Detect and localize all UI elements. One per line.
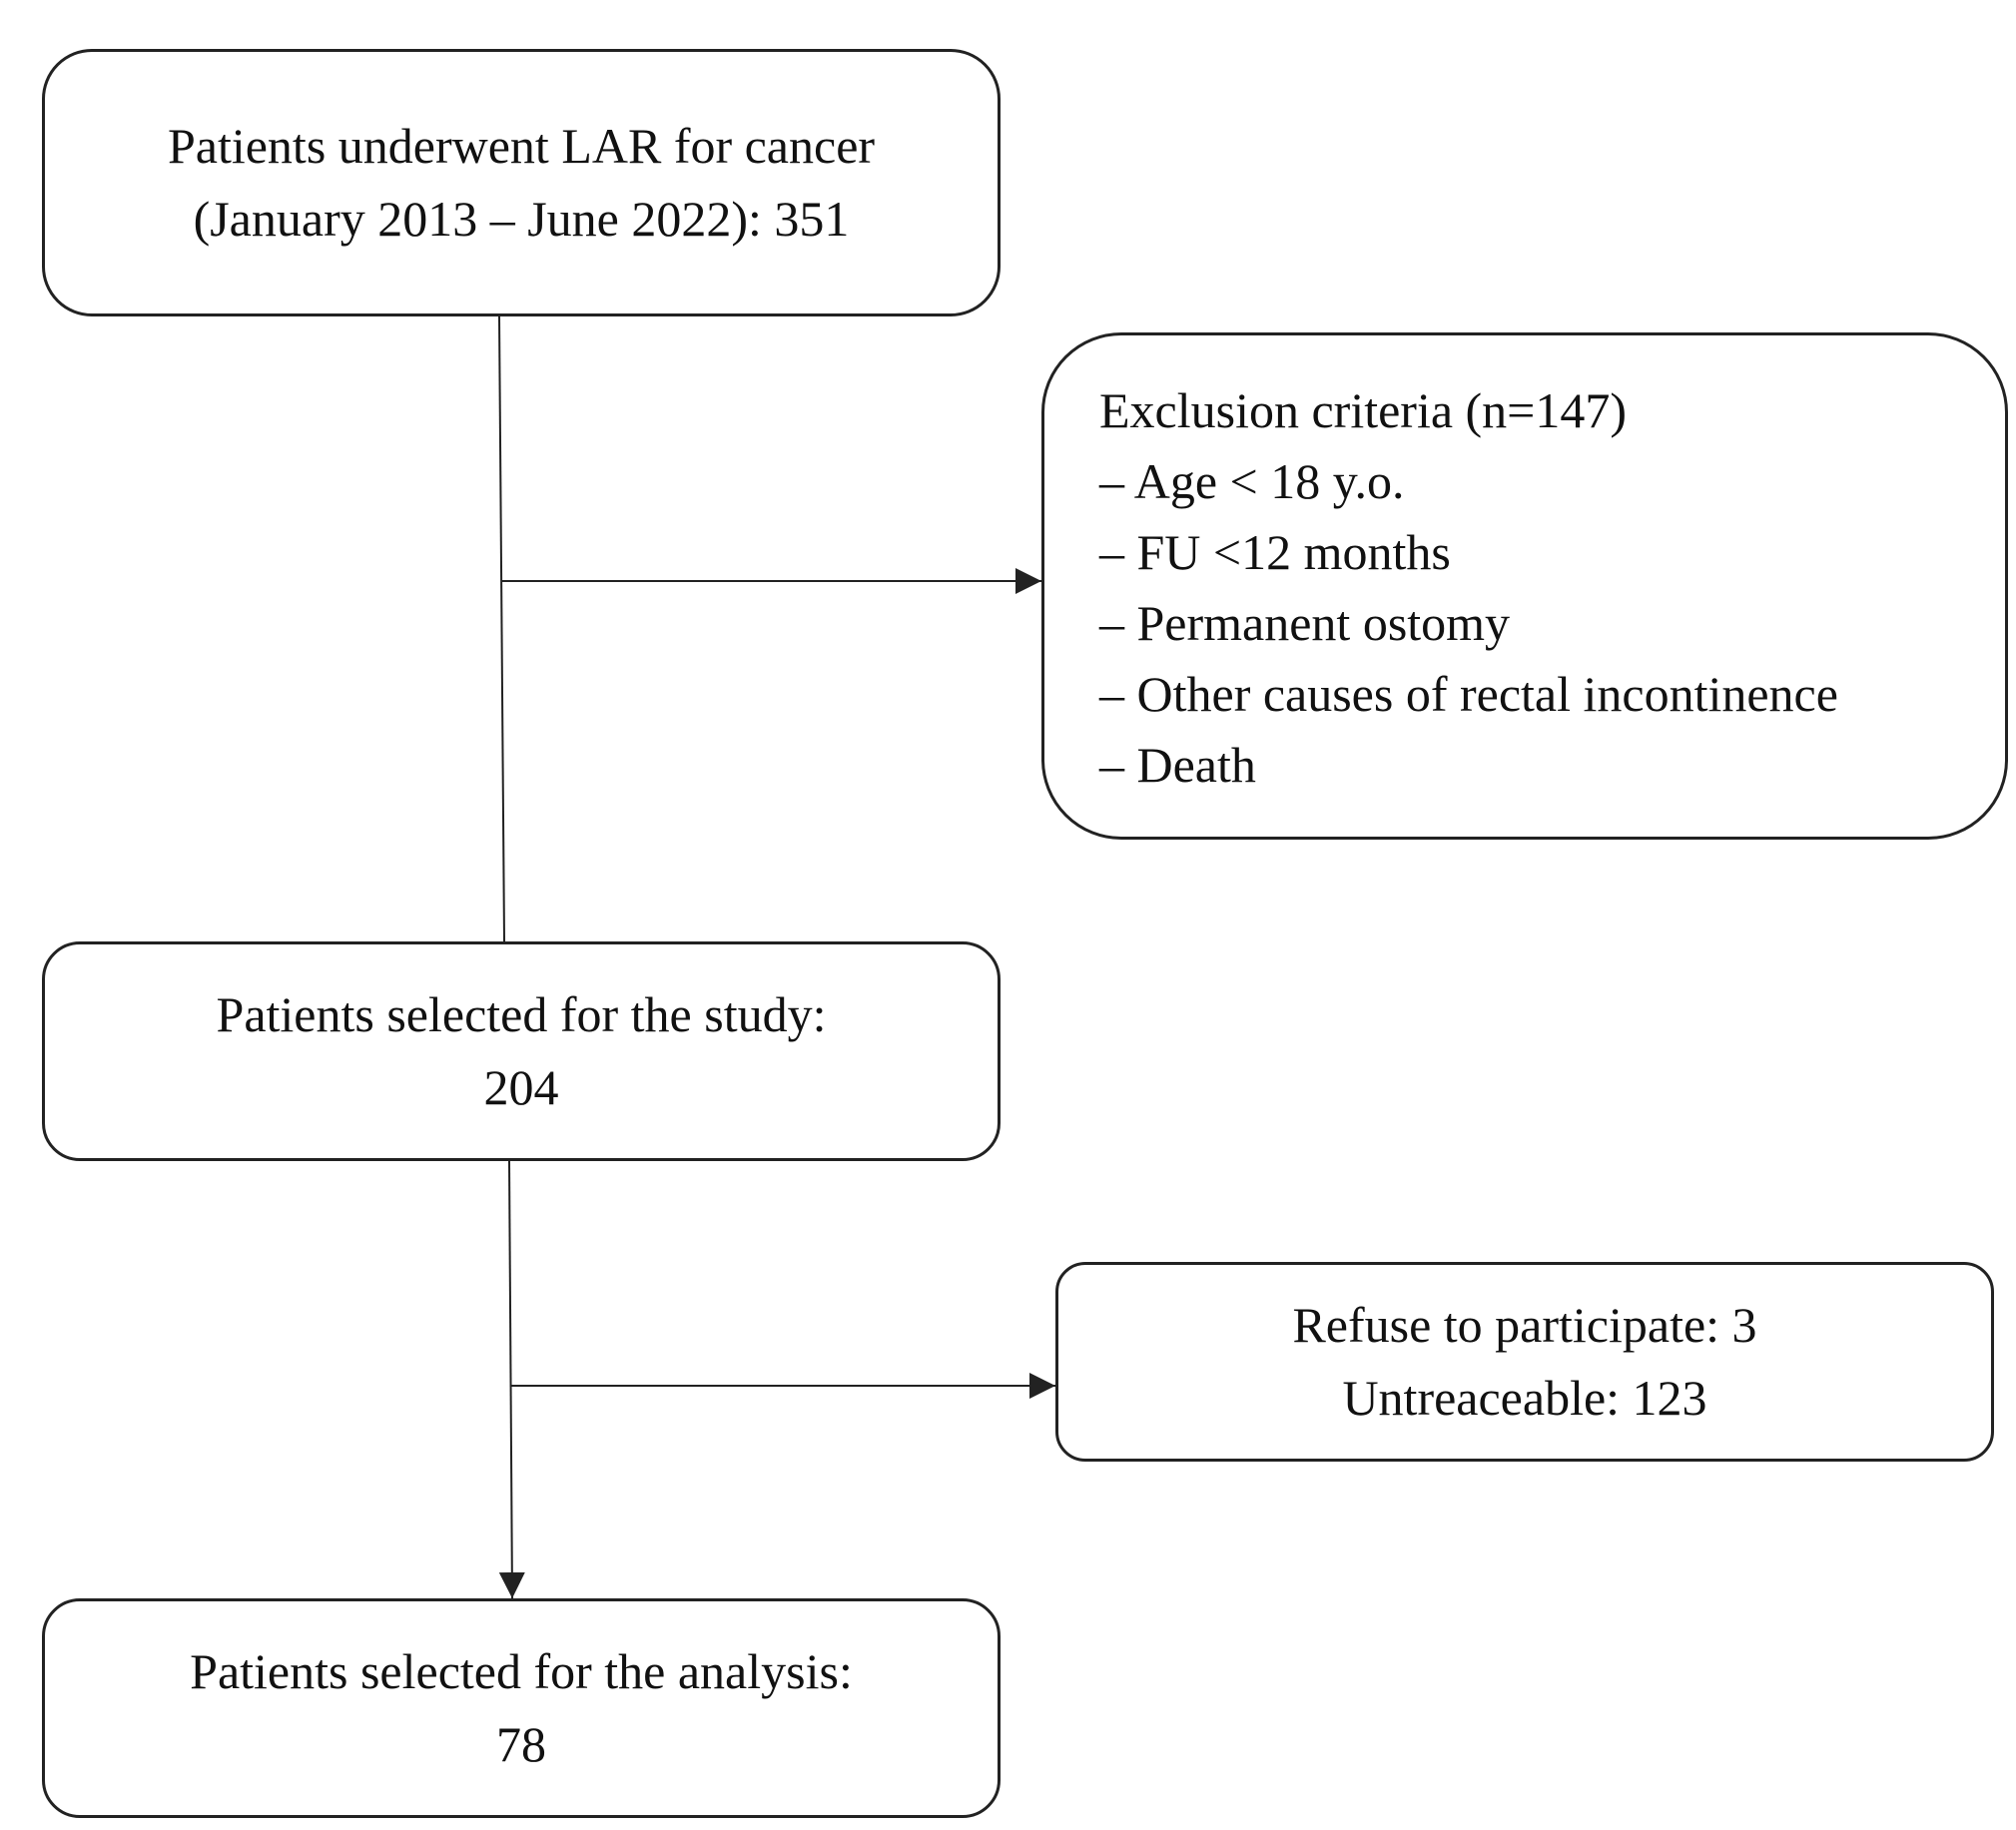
node-selected-analysis: Patients selected for the analysis: 78 — [42, 1598, 1001, 1818]
node-total-line2: (January 2013 – June 2022): 351 — [193, 191, 850, 247]
node-total-line1: Patients underwent LAR for cancer — [167, 118, 876, 174]
exclusion-item-incontinence: – Other causes of rectal incontinence — [1099, 666, 1838, 722]
node-refused-untraceable: Refuse to participate: 3 Untreaceable: 1… — [1055, 1262, 1994, 1462]
node-analysis-line1: Patients selected for the analysis: — [190, 1643, 853, 1699]
node-exclusion-criteria: Exclusion criteria (n=147) – Age < 18 y.… — [1041, 332, 2008, 840]
node-refused-line: Refuse to participate: 3 — [1292, 1297, 1757, 1353]
node-untraceable-line: Untreaceable: 123 — [1342, 1370, 1707, 1426]
node-total-patients: Patients underwent LAR for cancer (Janua… — [42, 49, 1001, 316]
node-selected-line2: 204 — [483, 1059, 559, 1115]
edge-selected-to-analysis — [498, 1160, 525, 1599]
edge-total-to-selected — [498, 315, 505, 942]
exclusion-item-death: – Death — [1099, 737, 1256, 793]
node-selected-study: Patients selected for the study: 204 — [42, 941, 1001, 1161]
exclusion-item-age: – Age < 18 y.o. — [1099, 453, 1405, 509]
node-selected-line1: Patients selected for the study: — [216, 986, 827, 1042]
exclusion-title: Exclusion criteria (n=147) — [1099, 382, 1628, 438]
node-analysis-line2: 78 — [496, 1716, 546, 1772]
exclusion-item-followup: – FU <12 months — [1099, 524, 1451, 580]
exclusion-item-ostomy: – Permanent ostomy — [1099, 595, 1511, 651]
